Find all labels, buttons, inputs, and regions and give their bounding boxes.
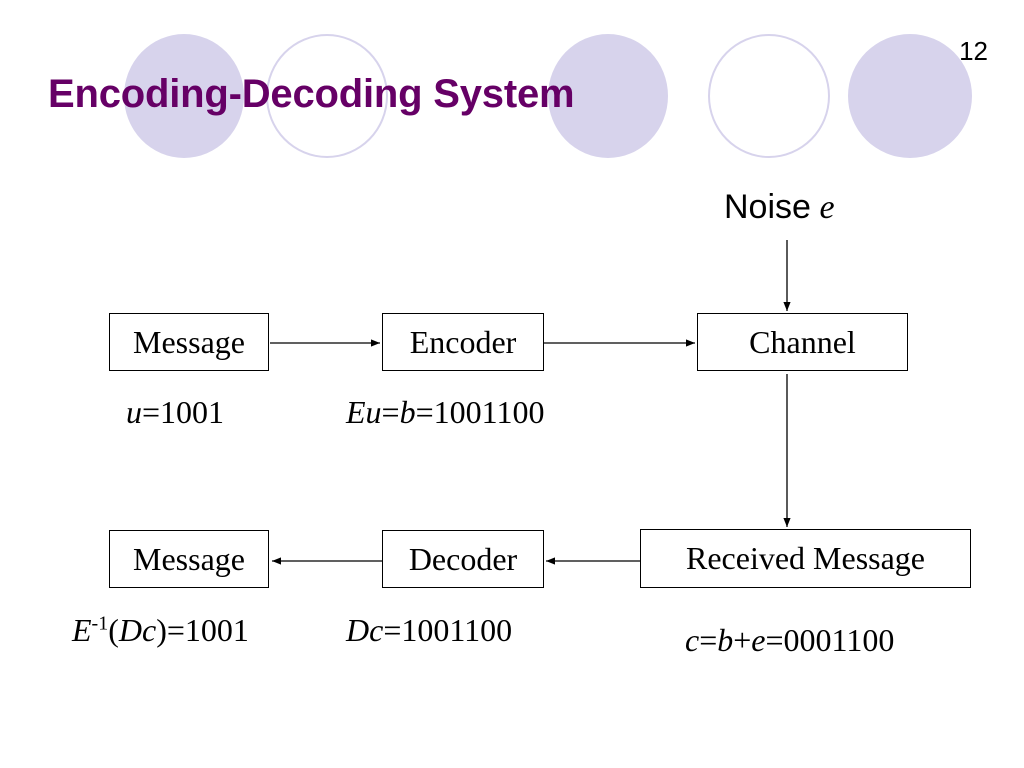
decor-ring (708, 34, 830, 158)
plus-sign: + (733, 622, 752, 658)
decoder-box: Decoder (382, 530, 544, 588)
output-message-box: Message (109, 530, 269, 588)
paren-open: ( (108, 612, 119, 648)
var-dc: Dc (346, 612, 384, 648)
header-decoration (0, 0, 1024, 170)
message-box: Message (109, 313, 269, 371)
encoder-box: Encoder (382, 313, 544, 371)
equation-e-inverse: E-1(Dc)=1001 (72, 612, 249, 649)
var-c: c (685, 622, 700, 658)
var-u: u (126, 394, 142, 430)
value-u: =1001 (142, 394, 225, 430)
decor-ring (266, 34, 388, 158)
superscript-inverse: -1 (91, 612, 109, 635)
noise-label: Noise e (724, 188, 835, 227)
value-dc: =1001100 (383, 612, 513, 648)
received-message-box: Received Message (640, 529, 971, 588)
value-c: =0001100 (765, 622, 895, 658)
channel-box: Channel (697, 313, 908, 371)
slide-title: Encoding-Decoding System (48, 72, 575, 116)
var-dc: Dc (118, 612, 157, 648)
value-b: =1001100 (415, 394, 545, 430)
equation-dc: Dc=1001100 (346, 612, 512, 649)
equation-u: u=1001 (126, 394, 224, 431)
equation-eu: Eu=b=1001100 (346, 394, 544, 431)
decor-circle (848, 34, 972, 158)
equation-c: c=b+e=0001100 (685, 622, 894, 659)
noise-variable: e (819, 189, 835, 226)
var-eu: Eu (346, 394, 382, 430)
var-b: b (399, 394, 416, 430)
value-e-inverse: )=1001 (156, 612, 249, 648)
var-b: b (717, 622, 734, 658)
page-number: 12 (959, 36, 988, 66)
eq-sign: = (699, 622, 718, 658)
decor-circle (124, 34, 244, 158)
eq-sign: = (381, 394, 400, 430)
var-e: E (72, 612, 92, 648)
decor-circle (548, 34, 668, 158)
noise-label-text: Noise (724, 188, 811, 226)
var-e: e (751, 622, 766, 658)
